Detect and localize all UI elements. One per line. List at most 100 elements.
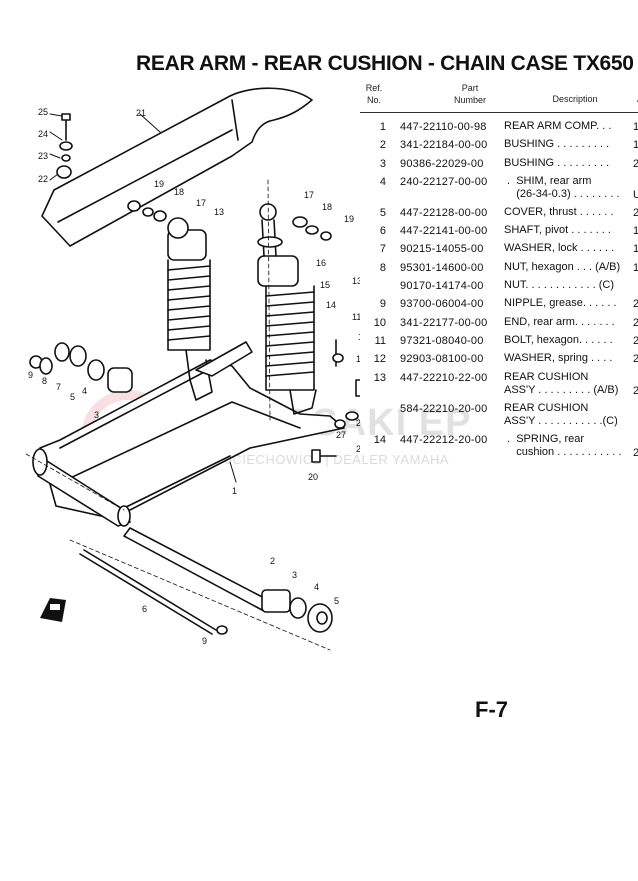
part-number: 341-22177-00-00 [400,316,488,329]
part-number: 341-22184-00-00 [400,139,488,152]
chain-case [41,87,313,247]
quantity: 1 [633,121,638,133]
description: NIPPLE, grease. . . . . . [504,297,617,310]
ref-no: 6 [379,225,386,238]
svg-text:17: 17 [304,190,314,200]
ref-no: 1 [379,121,386,133]
svg-text:25: 25 [38,107,48,117]
svg-text:3: 3 [94,410,99,420]
svg-text:16: 16 [316,258,326,268]
ref-no: 9 [379,298,386,311]
quantity: 1 [633,261,638,274]
part-number: 90386-22029-00 [400,157,484,170]
part-number: 447-22210-22-00 [400,371,488,384]
quantity: 2 [633,316,638,329]
svg-text:24: 24 [38,129,48,139]
quantity: 2 [633,353,638,366]
ref-no: 12 [373,353,386,366]
part-number: 93700-06004-00 [400,298,484,311]
svg-text:12: 12 [358,332,360,342]
description: END, rear arm. . . . . . . [504,315,615,328]
ref-no: 3 [379,157,386,170]
description: WASHER, lock . . . . . . [504,242,615,255]
ref-no: 13 [373,371,386,384]
svg-text:4: 4 [82,386,87,396]
quantity: 2 [633,298,638,311]
svg-text:13: 13 [352,276,360,286]
part-number: 584-22210-20-00 [400,402,488,415]
svg-text:28: 28 [356,418,360,428]
table-header: Ref. No. Part Number Description A [360,82,638,110]
svg-text:15: 15 [320,280,330,290]
description: NUT, hexagon . . . (A/B) [504,260,621,273]
part-number: 97321-08040-00 [400,334,484,347]
svg-text:8: 8 [42,376,47,386]
ref-no: 10 [373,316,386,329]
description: REAR CUSHION ASS'Y . . . . . . . . . (A/… [504,370,619,396]
svg-text:3: 3 [292,570,297,580]
ref-no: 5 [379,206,386,219]
description: COVER, thrust . . . . . . [504,205,614,218]
svg-text:5: 5 [70,392,75,402]
header-ref: Ref. No. [365,83,383,105]
description: . SHIM, rear arm (26-34-0.3) . . . . . .… [507,174,620,200]
description: BUSHING . . . . . . . . . [504,138,610,151]
part-number: 92903-08100-00 [400,353,484,366]
svg-text:4: 4 [314,582,319,592]
part-number: 447-22110-00-98 [400,121,487,133]
header-description: Description [552,94,598,104]
quantity: 2 [633,384,638,397]
ref-no: 7 [379,243,386,256]
part-number: 95301-14600-00 [400,261,484,274]
quantity: 2 [633,446,638,459]
parts-table: Ref. No. Part Number Description A 1 447-… [360,82,638,459]
description: BUSHING . . . . . . . . . [504,156,610,169]
description: WASHER, spring . . . . [504,352,613,365]
ref-no: 14 [373,433,386,446]
part-number: 240-22127-00-00 [400,175,488,188]
front-direction-icon [40,598,66,622]
part-number: 447-22128-00-00 [400,206,488,219]
svg-text:13: 13 [214,207,224,217]
part-number: 447-22141-00-00 [400,225,488,238]
svg-text:21: 21 [136,108,146,118]
svg-text:2: 2 [270,556,275,566]
page-number: F-7 [475,697,508,722]
header-divider [360,112,638,113]
ref-no: 4 [379,175,386,188]
svg-text:9: 9 [28,370,33,380]
svg-text:11: 11 [352,312,360,322]
quantity: 2 [633,157,638,170]
watermark-subtitle: WOJCIECHOWICZ | DEALER YAMAHA [202,452,450,467]
svg-text:18: 18 [322,202,332,212]
svg-text:10: 10 [356,354,360,364]
header-part-number: Part Number [453,83,486,105]
svg-text:26: 26 [356,444,360,454]
quantity: 2 [633,334,638,347]
exploded-parts-diagram: 21 25 24 23 22 19 18 17 13 17 18 19 16 1… [25,87,360,651]
description: REAR CUSHION ASS'Y . . . . . . . . . . .… [504,401,618,427]
part-number: 447-22212-20-00 [400,433,488,446]
svg-text:19: 19 [154,179,164,189]
quantity: 2 [633,206,638,219]
header-quantity: A [630,94,638,104]
description: BOLT, hexagon. . . . . . [504,333,613,346]
svg-text:19: 19 [344,214,354,224]
quantity: Ur [633,188,638,201]
page-title: REAR ARM - REAR CUSHION - CHAIN CASE TX6… [136,52,634,75]
description: NUT. . . . . . . . . . . . (C) [504,279,615,292]
ref-no: 2 [379,139,386,152]
ref-no: 8 [379,261,386,274]
svg-text:5: 5 [334,596,339,606]
svg-text:1: 1 [232,486,237,496]
ref-no: 11 [374,334,386,347]
svg-text:18: 18 [174,187,184,197]
pivot-shaft [123,527,269,611]
svg-text:23: 23 [38,151,48,161]
quantity: 1 [633,139,638,152]
quantity: 1 [633,225,638,238]
svg-text:17: 17 [196,198,206,208]
part-number: 90170-14174-00 [400,280,484,293]
svg-text:27: 27 [336,430,346,440]
svg-text:6: 6 [142,604,147,614]
